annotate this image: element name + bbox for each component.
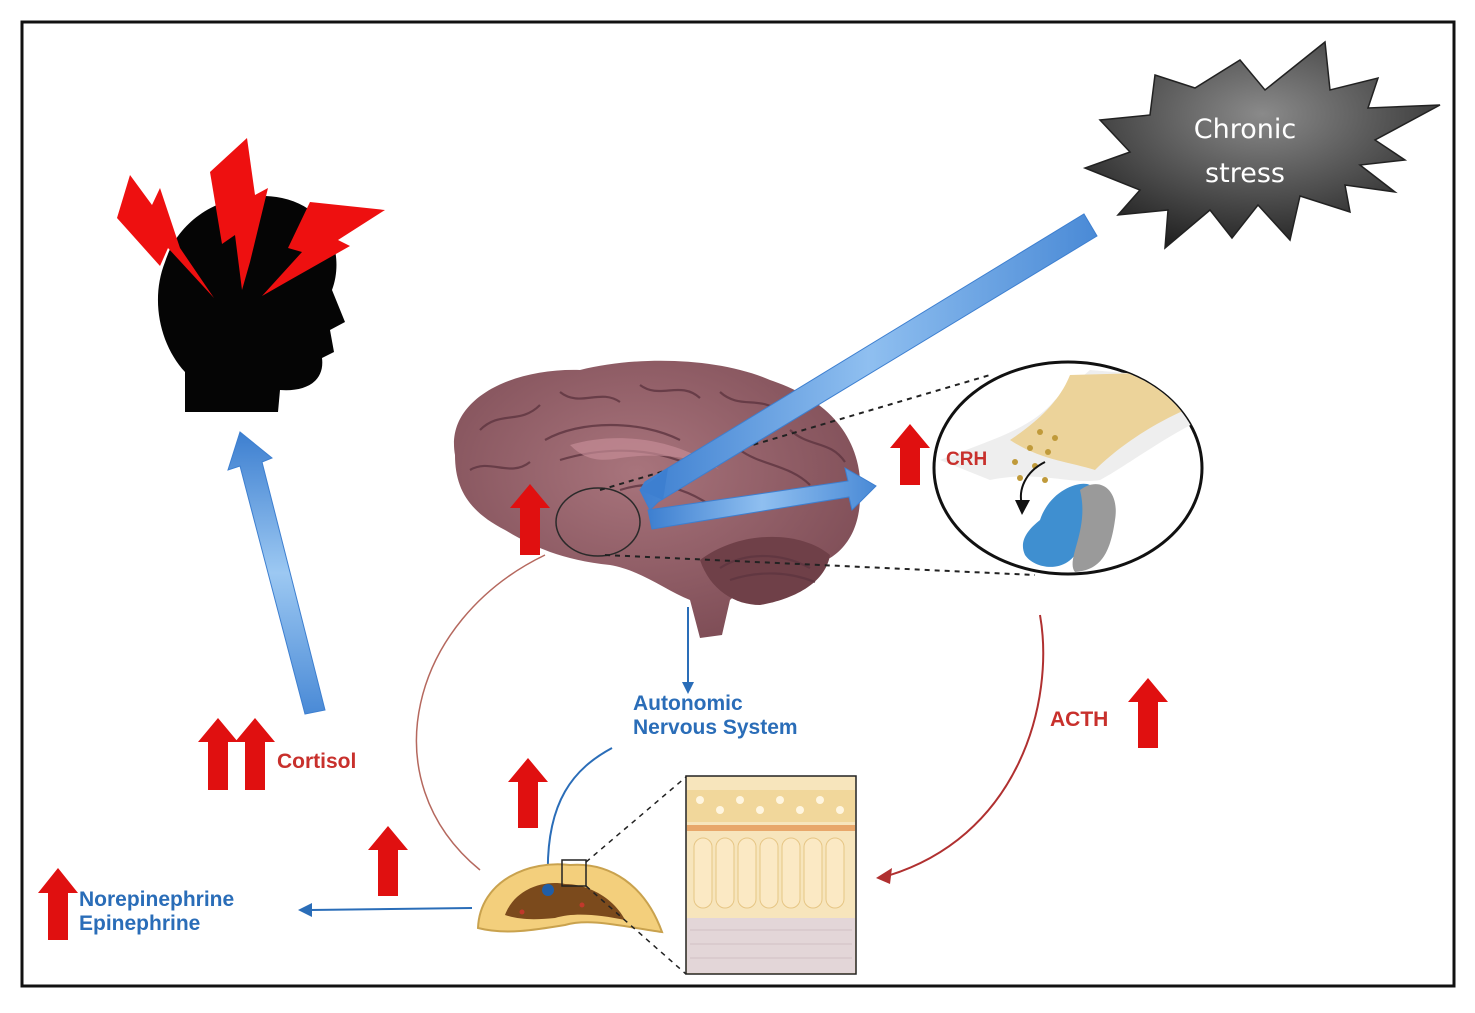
pathway-arrows [227,213,1098,715]
lightning-bolt-icon [117,138,385,298]
adrenal-cortex-tissue-inset [585,775,857,975]
increase-arrow-catecholamines [38,868,78,940]
hypothalamus-highlight [555,487,641,557]
increase-arrows [38,424,1168,940]
thin-pathways [298,554,1045,917]
cortisol-to-head-arrow [227,431,326,715]
brain-to-pituitary-arrow [647,466,877,530]
norepinephrine-label: Norepinephrine [79,888,235,911]
epinephrine-label: Epinephrine [79,912,201,935]
increase-arrow-hypothalamus [510,484,550,555]
hypothalamus-pituitary-inset [932,360,1204,576]
autonomic-nervous-system-label: Autonomic Nervous System [633,692,798,740]
chronic-stress-line2: stress [1205,158,1285,189]
starburst-icon [1082,40,1441,250]
acth-label: ACTH [1050,708,1109,731]
adrenal-gland-icon [476,859,664,934]
chronic-stress-line1: Chronic [1193,114,1297,145]
increase-arrow-crh [890,424,930,485]
cortisol-label: Cortisol [277,750,357,773]
crh-label: CRH [946,449,988,470]
ans-line2: Nervous System [633,716,798,739]
catecholamines-label: Norepinephrine Epinephrine [79,888,234,936]
ans-line1: Autonomic [633,692,743,715]
increase-arrow-adrenal [368,826,408,896]
increase-arrow-cortisol-1 [198,718,238,790]
increase-arrow-cortisol-2 [235,718,275,790]
zoom-lines [599,374,1036,576]
increase-arrow-acth [1128,678,1168,748]
increase-arrow-ans [508,758,548,828]
figure-frame [20,20,1456,988]
chronic-stress-label: Chronic stress [1150,108,1340,196]
